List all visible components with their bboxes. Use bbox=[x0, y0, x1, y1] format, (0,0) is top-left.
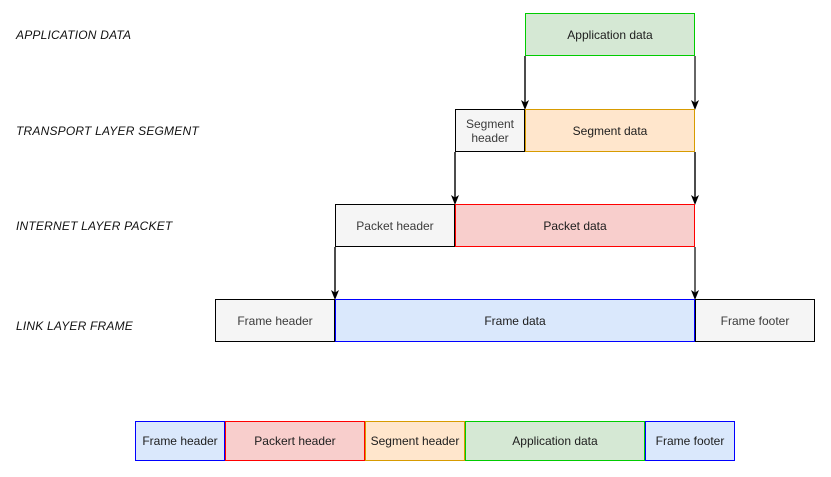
application-data-box-label: Application data bbox=[567, 27, 653, 42]
packet-header-box: Packet header bbox=[335, 204, 455, 247]
frame-footer-box-label: Frame footer bbox=[720, 313, 790, 328]
packet-data-box-label: Packet data bbox=[543, 218, 607, 233]
segment-header-box: Segment header bbox=[455, 109, 525, 152]
legend-segment-3-label: Application data bbox=[512, 434, 598, 448]
legend-segment-0-label: Frame header bbox=[142, 434, 218, 448]
segment-data-box: Segment data bbox=[525, 109, 695, 152]
frame-header-box: Frame header bbox=[215, 299, 335, 342]
legend-segment-3: Application data bbox=[465, 421, 645, 461]
segment-data-box-label: Segment data bbox=[572, 123, 648, 138]
frame-data-box-label: Frame data bbox=[484, 313, 546, 328]
row-label-1: TRANSPORT LAYER SEGMENT bbox=[16, 124, 199, 138]
legend-segment-4-label: Frame footer bbox=[655, 434, 725, 448]
row-label-3: LINK LAYER FRAME bbox=[16, 319, 134, 333]
legend-segment-2: Segment header bbox=[365, 421, 465, 461]
row-label-2: INTERNET LAYER PACKET bbox=[16, 219, 173, 233]
legend-segment-0: Frame header bbox=[135, 421, 225, 461]
segment-header-box-label: Segment header bbox=[465, 116, 515, 145]
packet-header-box-label: Packet header bbox=[356, 218, 434, 233]
frame-footer-box: Frame footer bbox=[695, 299, 815, 342]
legend-segment-1-label: Packert header bbox=[254, 434, 336, 448]
legend-segment-4: Frame footer bbox=[645, 421, 735, 461]
row-label-0: APPLICATION DATA bbox=[16, 28, 132, 42]
legend-segment-2-label: Segment header bbox=[370, 434, 460, 448]
legend-segment-1: Packert header bbox=[225, 421, 365, 461]
packet-data-box: Packet data bbox=[455, 204, 695, 247]
frame-data-box: Frame data bbox=[335, 299, 695, 342]
application-data-box: Application data bbox=[525, 13, 695, 56]
frame-header-box-label: Frame header bbox=[237, 313, 313, 328]
